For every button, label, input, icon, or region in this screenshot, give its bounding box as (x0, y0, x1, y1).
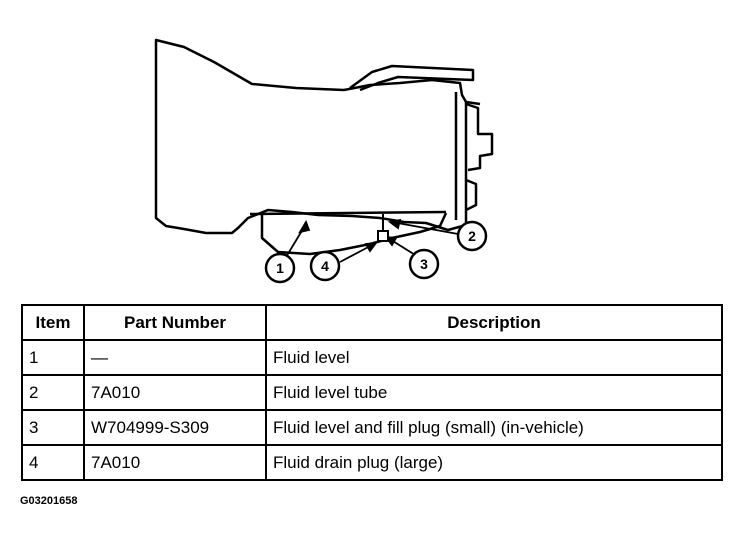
callout-2-label: 2 (468, 228, 476, 244)
header-description: Description (265, 304, 723, 341)
header-item: Item (21, 304, 85, 341)
transmission-diagram: 1 2 3 4 (154, 38, 494, 284)
cell-item: 4 (21, 444, 85, 481)
cell-part-number: 7A010 (83, 374, 267, 411)
table-header-row: Item Part Number Description (21, 304, 723, 341)
callout-1: 1 (264, 252, 296, 284)
header-part-number: Part Number (83, 304, 267, 341)
cell-description: Fluid level and fill plug (small) (in-ve… (265, 409, 723, 446)
callout-2: 2 (456, 220, 488, 252)
transmission-housing (154, 38, 494, 256)
callout-1-label: 1 (276, 260, 284, 276)
cell-description: Fluid level tube (265, 374, 723, 411)
table-row: 3 W704999-S309 Fluid level and fill plug… (21, 409, 723, 446)
callout-3: 3 (408, 248, 440, 280)
callout-3-label: 3 (420, 256, 428, 272)
cell-part-number: 7A010 (83, 444, 267, 481)
cell-item: 3 (21, 409, 85, 446)
callout-4-label: 4 (321, 258, 329, 274)
cell-part-number: W704999-S309 (83, 409, 267, 446)
cell-description: Fluid drain plug (large) (265, 444, 723, 481)
cell-item: 2 (21, 374, 85, 411)
cell-item: 1 (21, 339, 85, 376)
table-row: 4 7A010 Fluid drain plug (large) (21, 444, 723, 481)
cell-description: Fluid level (265, 339, 723, 376)
table-row: 2 7A010 Fluid level tube (21, 374, 723, 411)
figure-code: G03201658 (20, 495, 78, 507)
table-row: 1 — Fluid level (21, 339, 723, 376)
fill-plug (377, 214, 389, 242)
cell-part-number: — (83, 339, 267, 376)
parts-table: Item Part Number Description 1 — Fluid l… (21, 304, 723, 481)
callout-4: 4 (309, 250, 341, 282)
